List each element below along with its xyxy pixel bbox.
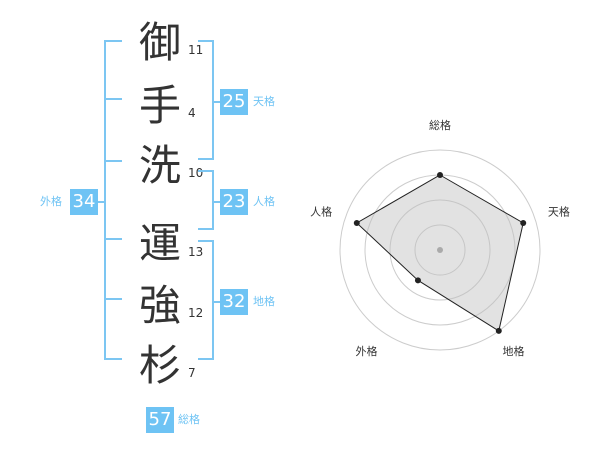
radar-axis-label: 天格 — [548, 204, 570, 218]
name-char-5: 強 — [138, 281, 181, 330]
stroke-count-4: 13 — [188, 245, 204, 259]
jinkaku-bracket — [198, 170, 214, 230]
bracket-tick — [104, 238, 122, 240]
jinkaku-value-badge: 23 — [220, 189, 248, 215]
gaikaku-value-badge: 34 — [70, 189, 98, 215]
radar-center-point — [437, 247, 443, 253]
jinkaku-connector — [214, 201, 222, 203]
chikaku-connector — [214, 301, 222, 303]
bracket-tick — [104, 160, 122, 162]
name-char-2: 手 — [138, 81, 181, 130]
radar-data-point — [414, 277, 421, 284]
name-char-1: 御 — [138, 18, 181, 67]
radar-data-point — [520, 219, 527, 226]
radar-data-point — [353, 219, 360, 226]
jinkaku-label: 人格 — [253, 195, 275, 208]
gaikaku-bracket — [104, 40, 122, 360]
chikaku-bracket — [198, 240, 214, 360]
stroke-count-6: 7 — [188, 366, 196, 380]
stroke-count-1: 11 — [188, 43, 204, 57]
radar-grid-ring — [389, 199, 491, 301]
tenkaku-connector — [214, 101, 222, 103]
bracket-tick — [104, 298, 122, 300]
radar-axis-label: 地格 — [502, 344, 524, 358]
radar-axis-label: 外格 — [356, 344, 378, 358]
name-char-3: 洗 — [138, 141, 181, 190]
radar-axis-label: 人格 — [310, 204, 332, 218]
chikaku-value-badge: 32 — [220, 289, 248, 315]
stroke-count-2: 4 — [188, 106, 196, 120]
name-char-4: 運 — [138, 219, 181, 268]
tenkaku-label: 天格 — [253, 95, 275, 108]
radar-grid-ring — [339, 149, 541, 351]
chikaku-label: 地格 — [253, 295, 275, 308]
radar-grid-ring — [414, 224, 466, 276]
gaikaku-connector — [94, 201, 106, 203]
stroke-count-5: 12 — [188, 306, 204, 320]
radar-data-point — [437, 172, 443, 178]
name-char-6: 杉 — [138, 341, 181, 390]
gaikaku-label: 外格 — [40, 195, 62, 208]
radar-axis-label: 総格 — [429, 118, 451, 132]
bracket-tick — [104, 98, 122, 100]
soukaku-value-badge: 57 — [146, 407, 174, 433]
tenkaku-bracket — [198, 40, 214, 160]
tenkaku-value-badge: 25 — [220, 89, 248, 115]
radar-data-point — [495, 327, 502, 334]
soukaku-label: 総格 — [178, 413, 200, 426]
